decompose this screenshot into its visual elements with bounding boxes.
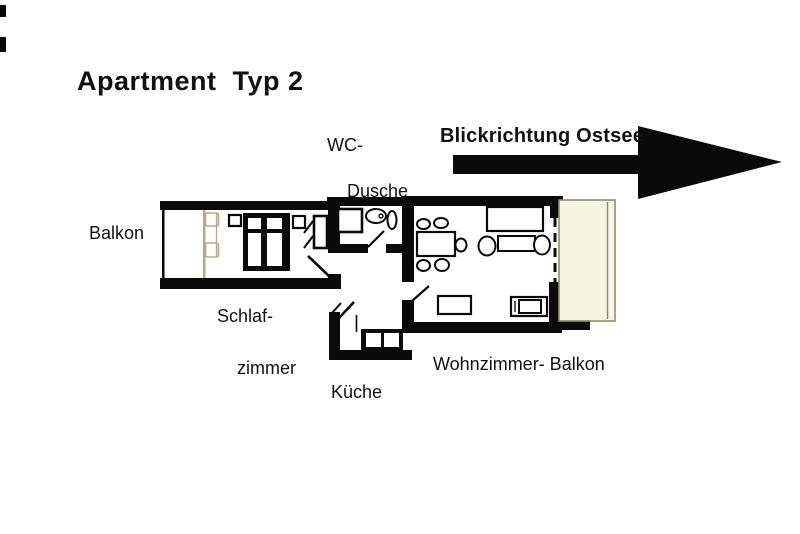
wall-wc-bottom-left bbox=[330, 244, 368, 253]
armchair-icon bbox=[477, 235, 497, 257]
balcony-west bbox=[162, 210, 220, 278]
kitchen-door-swing-2 bbox=[331, 302, 342, 314]
room-label-bedroom: Schlaf- zimmer bbox=[217, 303, 296, 381]
dining-table-icon bbox=[415, 230, 457, 258]
page-title: Apartment Typ 2 bbox=[77, 66, 304, 96]
wc-label-line2: Dusche bbox=[347, 181, 409, 201]
shower-icon bbox=[336, 207, 364, 234]
wall-bottom-bedroom bbox=[160, 278, 338, 289]
balcony-east-floor bbox=[558, 199, 616, 322]
kitchen-door-swing bbox=[337, 301, 355, 320]
wardrobe-icon bbox=[303, 214, 329, 250]
wc-door-swing bbox=[367, 230, 385, 248]
living-door-swing bbox=[411, 285, 430, 302]
wall-living-left bbox=[402, 196, 414, 282]
bedroom-label-line1: Schlaf- bbox=[217, 306, 274, 326]
bedroom-door-swing bbox=[307, 255, 331, 278]
balcony-west-outer-edge bbox=[162, 210, 165, 278]
bedroom-label-line2: zimmer bbox=[237, 358, 297, 378]
room-label-living-balcony: Wohnzimmer- Balkon bbox=[433, 354, 605, 374]
wall-wc-bottom-right bbox=[386, 244, 404, 253]
balcony-lounger-icon bbox=[204, 242, 220, 258]
wall-stub-bedroom-door bbox=[328, 274, 341, 289]
sideboard-icon bbox=[436, 294, 473, 316]
view-direction-label: Blickrichtung Ostsee bbox=[440, 125, 645, 147]
living-room bbox=[411, 205, 551, 318]
toilet-icon bbox=[365, 208, 387, 224]
balcony-window-line bbox=[203, 210, 206, 278]
dining-chair-icon bbox=[454, 237, 468, 253]
tv-unit-icon bbox=[509, 295, 549, 318]
kitchen-unit-icon bbox=[361, 329, 403, 351]
dining-chair-icon bbox=[434, 258, 450, 272]
wall-top-living bbox=[403, 196, 563, 206]
wall-kitchen-left bbox=[329, 312, 340, 360]
scan-artifact-mark bbox=[0, 5, 6, 17]
balcony-lounger-icon bbox=[204, 212, 220, 227]
sofa-icon bbox=[485, 205, 545, 233]
scan-artifacts bbox=[0, 5, 6, 52]
armchair-icon bbox=[533, 234, 551, 256]
room-label-kitchen: Küche bbox=[331, 382, 383, 402]
sink-icon bbox=[386, 210, 398, 230]
balcony-east bbox=[553, 199, 616, 322]
dining-chair-icon bbox=[433, 217, 449, 229]
room-label-wc: WC- Dusche bbox=[327, 134, 408, 203]
room-label-balcony-west: Balkon bbox=[89, 223, 145, 243]
toilet-detail bbox=[378, 213, 384, 219]
wc-room bbox=[336, 207, 398, 248]
wc-label-line1: WC- bbox=[327, 135, 363, 155]
double-bed-icon bbox=[243, 213, 290, 271]
coffee-table-icon bbox=[497, 235, 536, 252]
wall-kitchen-bottom bbox=[329, 350, 412, 360]
nightstand-icon bbox=[291, 214, 307, 230]
nightstand-icon bbox=[227, 213, 243, 228]
direction-arrow-icon bbox=[453, 126, 782, 199]
scan-artifact-mark bbox=[0, 37, 6, 52]
dining-chair-icon bbox=[416, 259, 431, 272]
bedroom bbox=[227, 213, 331, 278]
kitchen bbox=[331, 301, 403, 351]
wall-living-bottom bbox=[402, 322, 558, 333]
dining-chair-icon bbox=[416, 218, 431, 230]
wall-top-west bbox=[160, 201, 333, 210]
wall-top-wc bbox=[327, 197, 408, 206]
